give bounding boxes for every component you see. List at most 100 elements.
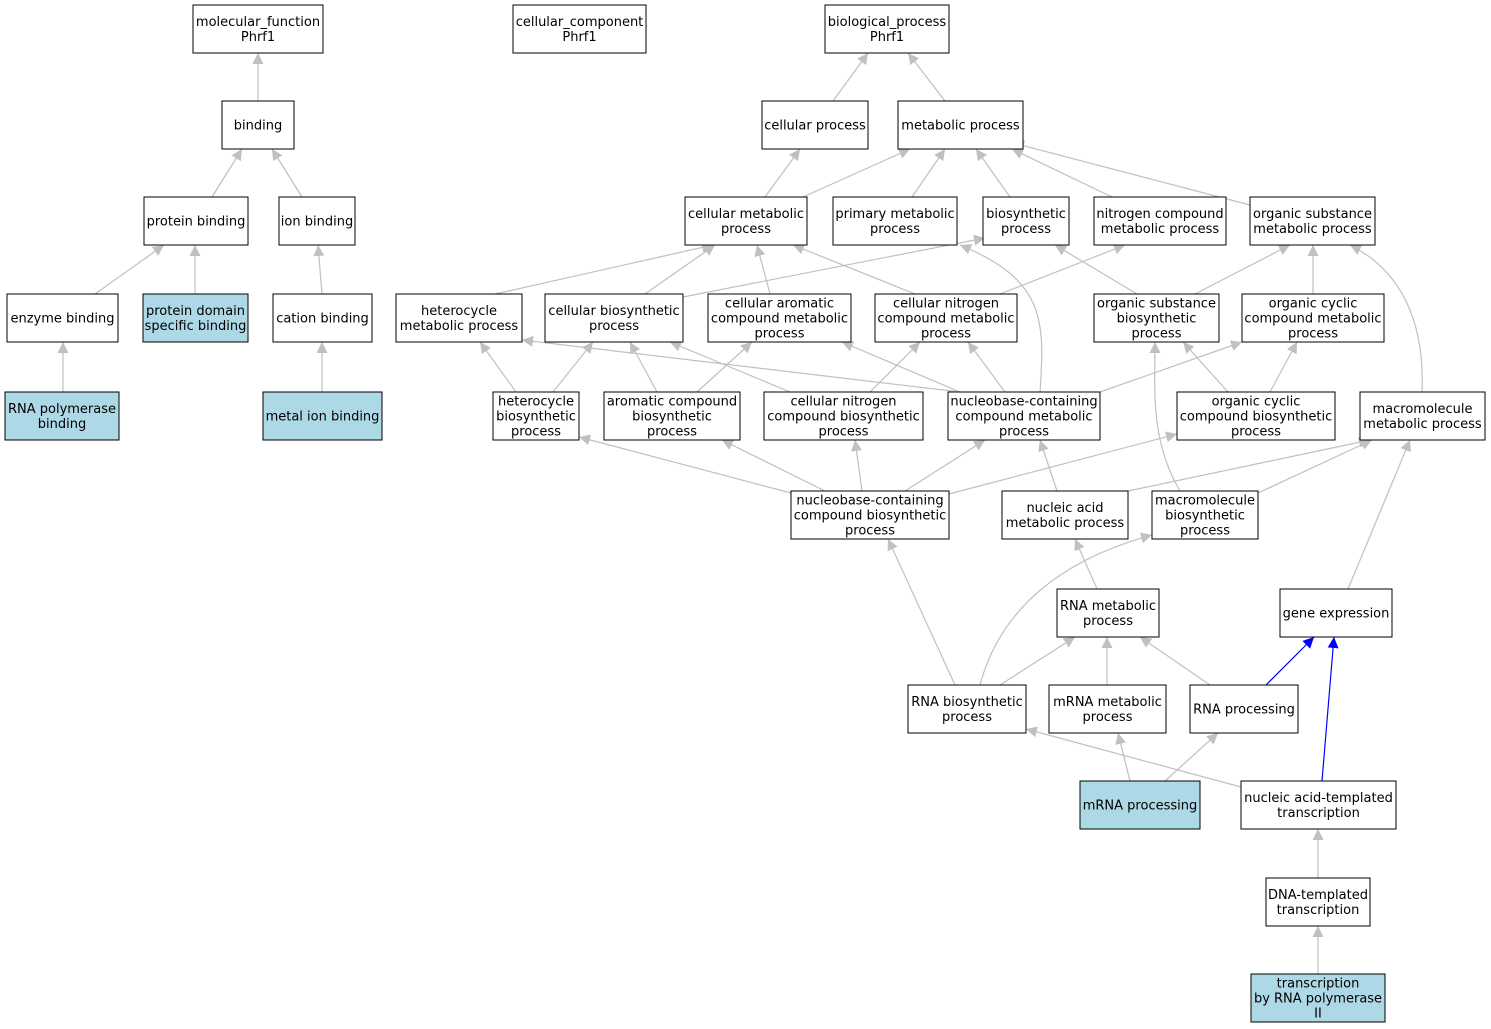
node-label-line: process	[1231, 425, 1281, 440]
edge-nucleobase_biosyn-to-hetero_biosyn	[578, 434, 792, 494]
edge-nucleobase_metab-to-hetero_metab	[521, 335, 961, 393]
node-enzyme-binding[interactable]: enzyme binding	[6, 293, 119, 343]
node-label-line: organic cyclic	[1269, 297, 1358, 312]
edge-rna_processing-to-rna_metab	[1139, 636, 1211, 686]
node-box	[1265, 877, 1371, 927]
node-box	[824, 4, 950, 54]
node-label-line: RNA processing	[1193, 703, 1295, 718]
edge-primary_metab-to-metabolic_process	[911, 148, 946, 198]
edge-rna_biosyn-to-rna_metab	[999, 636, 1076, 686]
edge-nucleobase_metab-to-cell_arom_metab	[841, 341, 961, 393]
node-rna-processing[interactable]: RNA processing	[1189, 684, 1299, 734]
node-metabolic-process[interactable]: metabolic process	[897, 100, 1024, 150]
node-label-line: RNA biosynthetic	[911, 695, 1023, 710]
node-cation-binding[interactable]: cation binding	[272, 293, 373, 343]
node-binding[interactable]: binding	[221, 100, 295, 150]
edge-cellular_process-to-bp	[832, 52, 869, 102]
node-label-line: by RNA polymerase	[1254, 992, 1382, 1007]
node-label-line: process	[589, 319, 639, 334]
edge-cell_nitro_metab-to-nitrogen_metab	[999, 243, 1126, 295]
edges-layer	[57, 52, 1423, 974]
edge-cell_nitro_metab-to-cell_metab	[792, 243, 916, 295]
edge-macro_metab-to-org_sub_metab	[1349, 244, 1423, 393]
edge-cell_arom_metab-to-cell_metab	[754, 244, 771, 295]
node-box	[192, 4, 324, 54]
node-mrna-processing[interactable]: mRNA processing	[1079, 780, 1201, 830]
node-label-line: process	[1288, 327, 1338, 342]
edge-nucleobase_biosyn-to-nucleobase_metab	[904, 439, 986, 492]
edge-mrna_processing-to-rna_processing	[1164, 732, 1219, 782]
node-label-line: process	[1083, 614, 1133, 629]
node-label-line: organic substance	[1097, 297, 1216, 312]
node-box	[1359, 391, 1486, 441]
node-box	[707, 293, 852, 343]
node-label-line: process	[845, 524, 895, 539]
node-label-line: compound metabolic	[1244, 312, 1381, 327]
node-box	[832, 196, 958, 246]
node-label-line: Phrf1	[870, 30, 904, 45]
node-box	[947, 391, 1101, 441]
edge-hetero_biosyn-to-hetero_metab	[479, 341, 517, 393]
node-label-line: organic cyclic	[1212, 395, 1301, 410]
edge-nucleobase_metab-to-cell_nitro_metab	[967, 341, 1006, 393]
node-box	[982, 196, 1070, 246]
node-box	[395, 293, 523, 343]
edge-nat-to-gene_expr	[1321, 636, 1339, 782]
node-protein-binding[interactable]: protein binding	[143, 196, 249, 246]
node-label-line: process	[819, 425, 869, 440]
node-box	[1079, 780, 1201, 830]
edge-org_sub_biosyn-to-org_sub_metab	[1194, 244, 1291, 295]
node-box	[1240, 780, 1397, 830]
node-label-line: process	[870, 222, 920, 237]
node-label-line: binding	[234, 119, 282, 134]
node-metal-ion[interactable]: metal ion binding	[262, 391, 383, 441]
node-gene-expr[interactable]: gene expression	[1279, 588, 1393, 638]
node-label-line: aromatic compound	[607, 395, 737, 410]
edge-nat-to-rna_biosyn	[1025, 726, 1242, 788]
node-ion-binding[interactable]: ion binding	[278, 196, 356, 246]
node-box	[4, 391, 120, 441]
node-label-line: process	[1083, 710, 1133, 725]
edge-org_cyc_biosyn-to-org_cyc_metab	[1269, 341, 1298, 393]
node-label-line: macromolecule	[1372, 402, 1472, 417]
node-label-line: nucleic acid-templated	[1244, 791, 1393, 806]
node-cellular-process[interactable]: cellular process	[761, 100, 869, 150]
edge-nucleobase_biosyn-to-org_cyc_biosyn	[948, 431, 1178, 495]
node-label-line: nitrogen compound	[1096, 207, 1223, 222]
edge-org_sub_biosyn-to-biosynthetic	[1054, 244, 1138, 295]
node-box	[142, 293, 249, 343]
edge-macro_biosyn-to-org_sub_biosyn	[1149, 341, 1181, 492]
node-box	[1176, 391, 1336, 441]
